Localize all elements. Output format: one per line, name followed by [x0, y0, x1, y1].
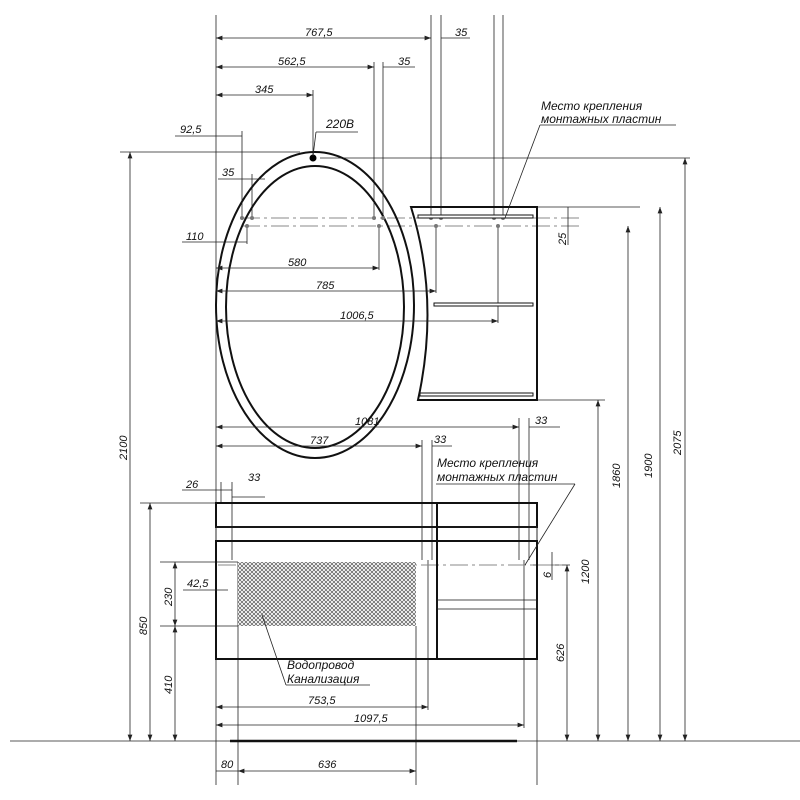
- dim-1081: 1081: [355, 416, 379, 428]
- center-lines: [218, 217, 580, 566]
- extension-lines: [10, 15, 800, 785]
- dim-25: 25: [557, 232, 569, 246]
- dim-6: 6: [542, 571, 554, 578]
- vanity-unit: [215, 502, 538, 660]
- vanity-note-line1: Место крепления: [437, 456, 539, 470]
- pipes-note-line1: Водопровод: [287, 658, 355, 672]
- dim-42-5: 42,5: [187, 578, 209, 590]
- dim-737: 737: [310, 435, 329, 447]
- cabinet-note-line1: Место крепления: [541, 99, 643, 113]
- dimension-lines: [127, 35, 688, 774]
- dim-35-b: 35: [398, 56, 411, 68]
- pipes-note-line2: Канализация: [287, 672, 360, 686]
- height-1900: 1900: [643, 453, 655, 478]
- height-850: 850: [138, 616, 150, 635]
- dim-753-5: 753,5: [308, 695, 336, 707]
- dim-80: 80: [221, 759, 234, 771]
- dim-767-5: 767,5: [305, 27, 333, 39]
- height-2075: 2075: [672, 430, 684, 456]
- wall-cabinet: [409, 206, 538, 401]
- dim-33-c: 33: [248, 472, 261, 484]
- oval-mirror: [215, 151, 415, 459]
- dim-33-a: 33: [535, 415, 548, 427]
- power-label: 220В: [325, 117, 354, 131]
- power-point-icon: [309, 154, 317, 162]
- height-410: 410: [163, 675, 175, 694]
- dim-35-c: 35: [222, 167, 235, 179]
- height-230: 230: [163, 587, 175, 607]
- vanity-note-line2: монтажных пластин: [437, 470, 558, 484]
- height-1200: 1200: [580, 559, 592, 584]
- dim-345: 345: [255, 84, 274, 96]
- cabinet-note-line2: монтажных пластин: [541, 112, 662, 126]
- dim-785: 785: [316, 280, 335, 292]
- dim-92-5: 92,5: [180, 124, 202, 136]
- pipe-zone-hatch: [238, 562, 416, 626]
- dim-26: 26: [185, 479, 199, 491]
- dim-1097-5: 1097,5: [354, 713, 389, 725]
- height-626: 626: [555, 643, 567, 662]
- dim-562-5: 562,5: [278, 56, 306, 68]
- dim-35-a: 35: [455, 27, 468, 39]
- height-2100: 2100: [118, 435, 130, 461]
- dim-33-b: 33: [434, 434, 447, 446]
- height-1860: 1860: [611, 463, 623, 488]
- dim-636: 636: [318, 759, 337, 771]
- short-dimension-lines: [175, 37, 676, 772]
- dim-1006-5: 1006,5: [340, 310, 375, 322]
- dim-580: 580: [288, 257, 307, 269]
- dim-110: 110: [186, 231, 204, 243]
